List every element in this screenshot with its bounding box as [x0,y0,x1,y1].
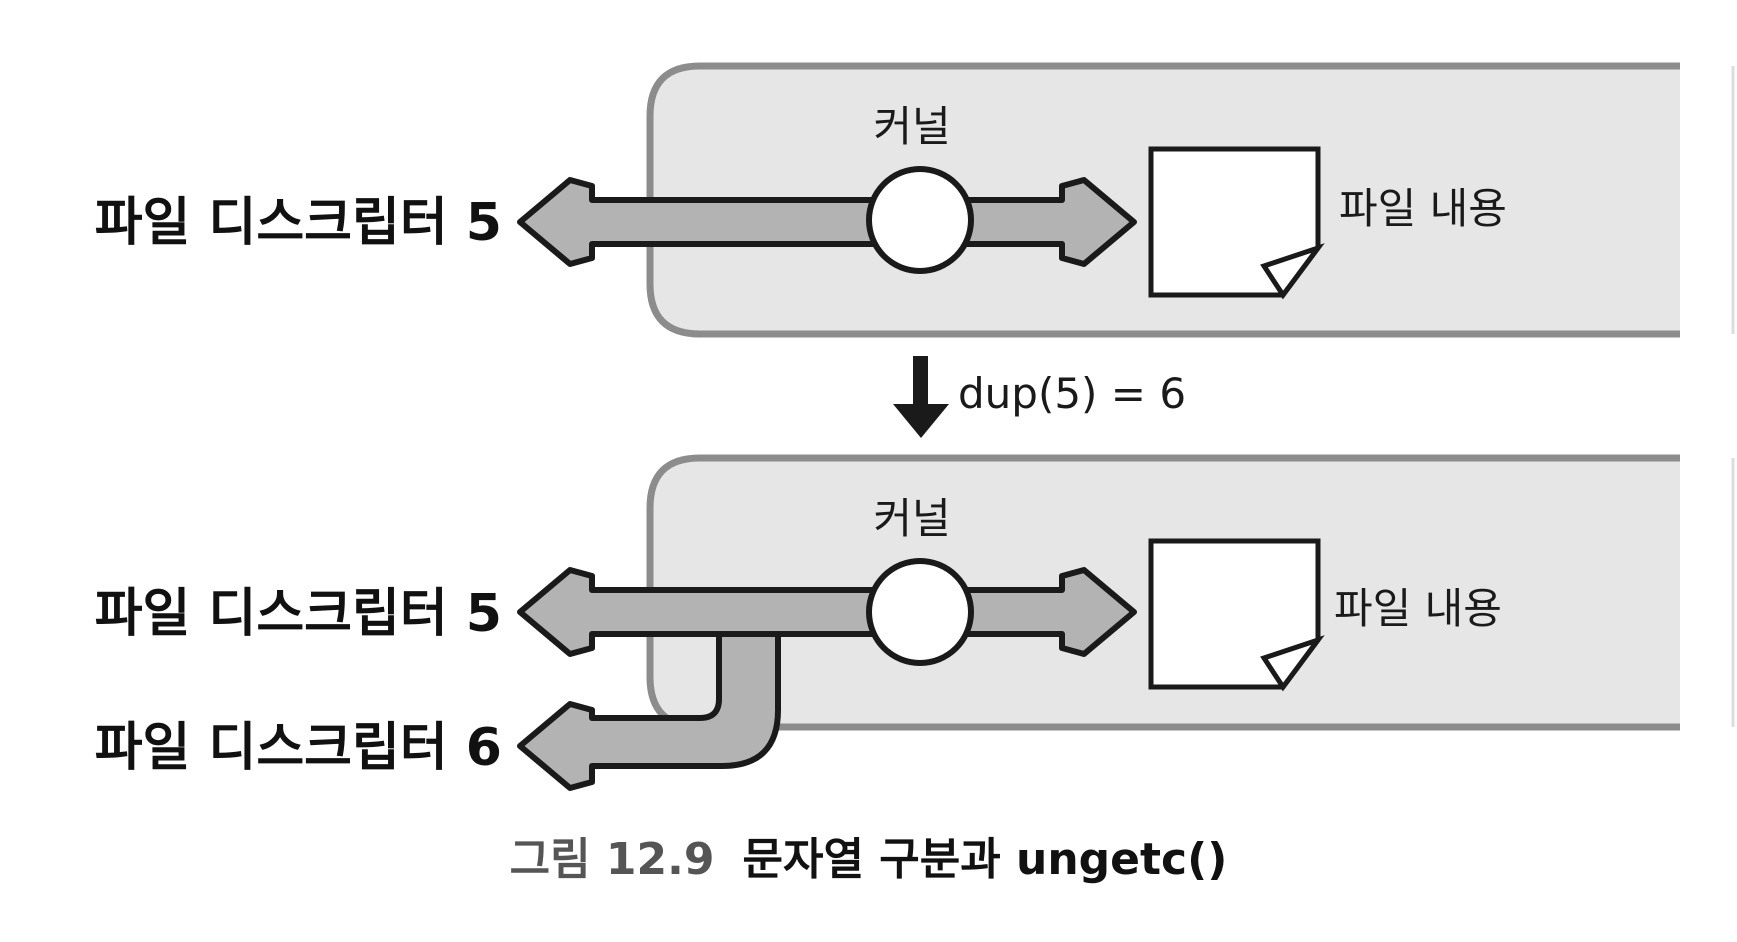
top-panel: 파일 디스크립터 5 커널 파일 내용 [95,62,1735,338]
kernel-label: 커널 [873,494,950,543]
file-content-label: 파일 내용 [1339,184,1507,233]
dup-call: dup(5) = 6 [893,356,1186,438]
kernel-circle [866,558,974,666]
kernel-to-file-arrow [962,177,1137,267]
bottom-panel: 파일 디스크립터 5 파일 디스크립터 6 커널 파일 내용 [95,454,1735,791]
fd-label-6: 파일 디스크립터 6 [95,718,502,778]
kernel-label: 커널 [873,102,950,151]
dup-arrow-shaft [913,356,928,406]
figure-number: 그림 12.9 [509,834,715,885]
figure-caption: 그림 12.9 문자열 구분과 ungetc() [0,823,1737,887]
fd-label-5: 파일 디스크립터 5 [95,193,502,253]
dup-call-label: dup(5) = 6 [958,369,1186,418]
file-content-label: 파일 내용 [1334,584,1502,633]
figure-title: 문자열 구분과 ungetc() [742,834,1228,885]
kernel-circle [866,166,974,274]
fd-label-5: 파일 디스크립터 5 [95,584,502,644]
kernel-to-file-arrow [962,567,1137,657]
fd6-arrow [517,631,781,791]
dup-arrow-head [893,404,949,438]
file-icon [1148,538,1325,692]
file-icon [1148,146,1325,300]
